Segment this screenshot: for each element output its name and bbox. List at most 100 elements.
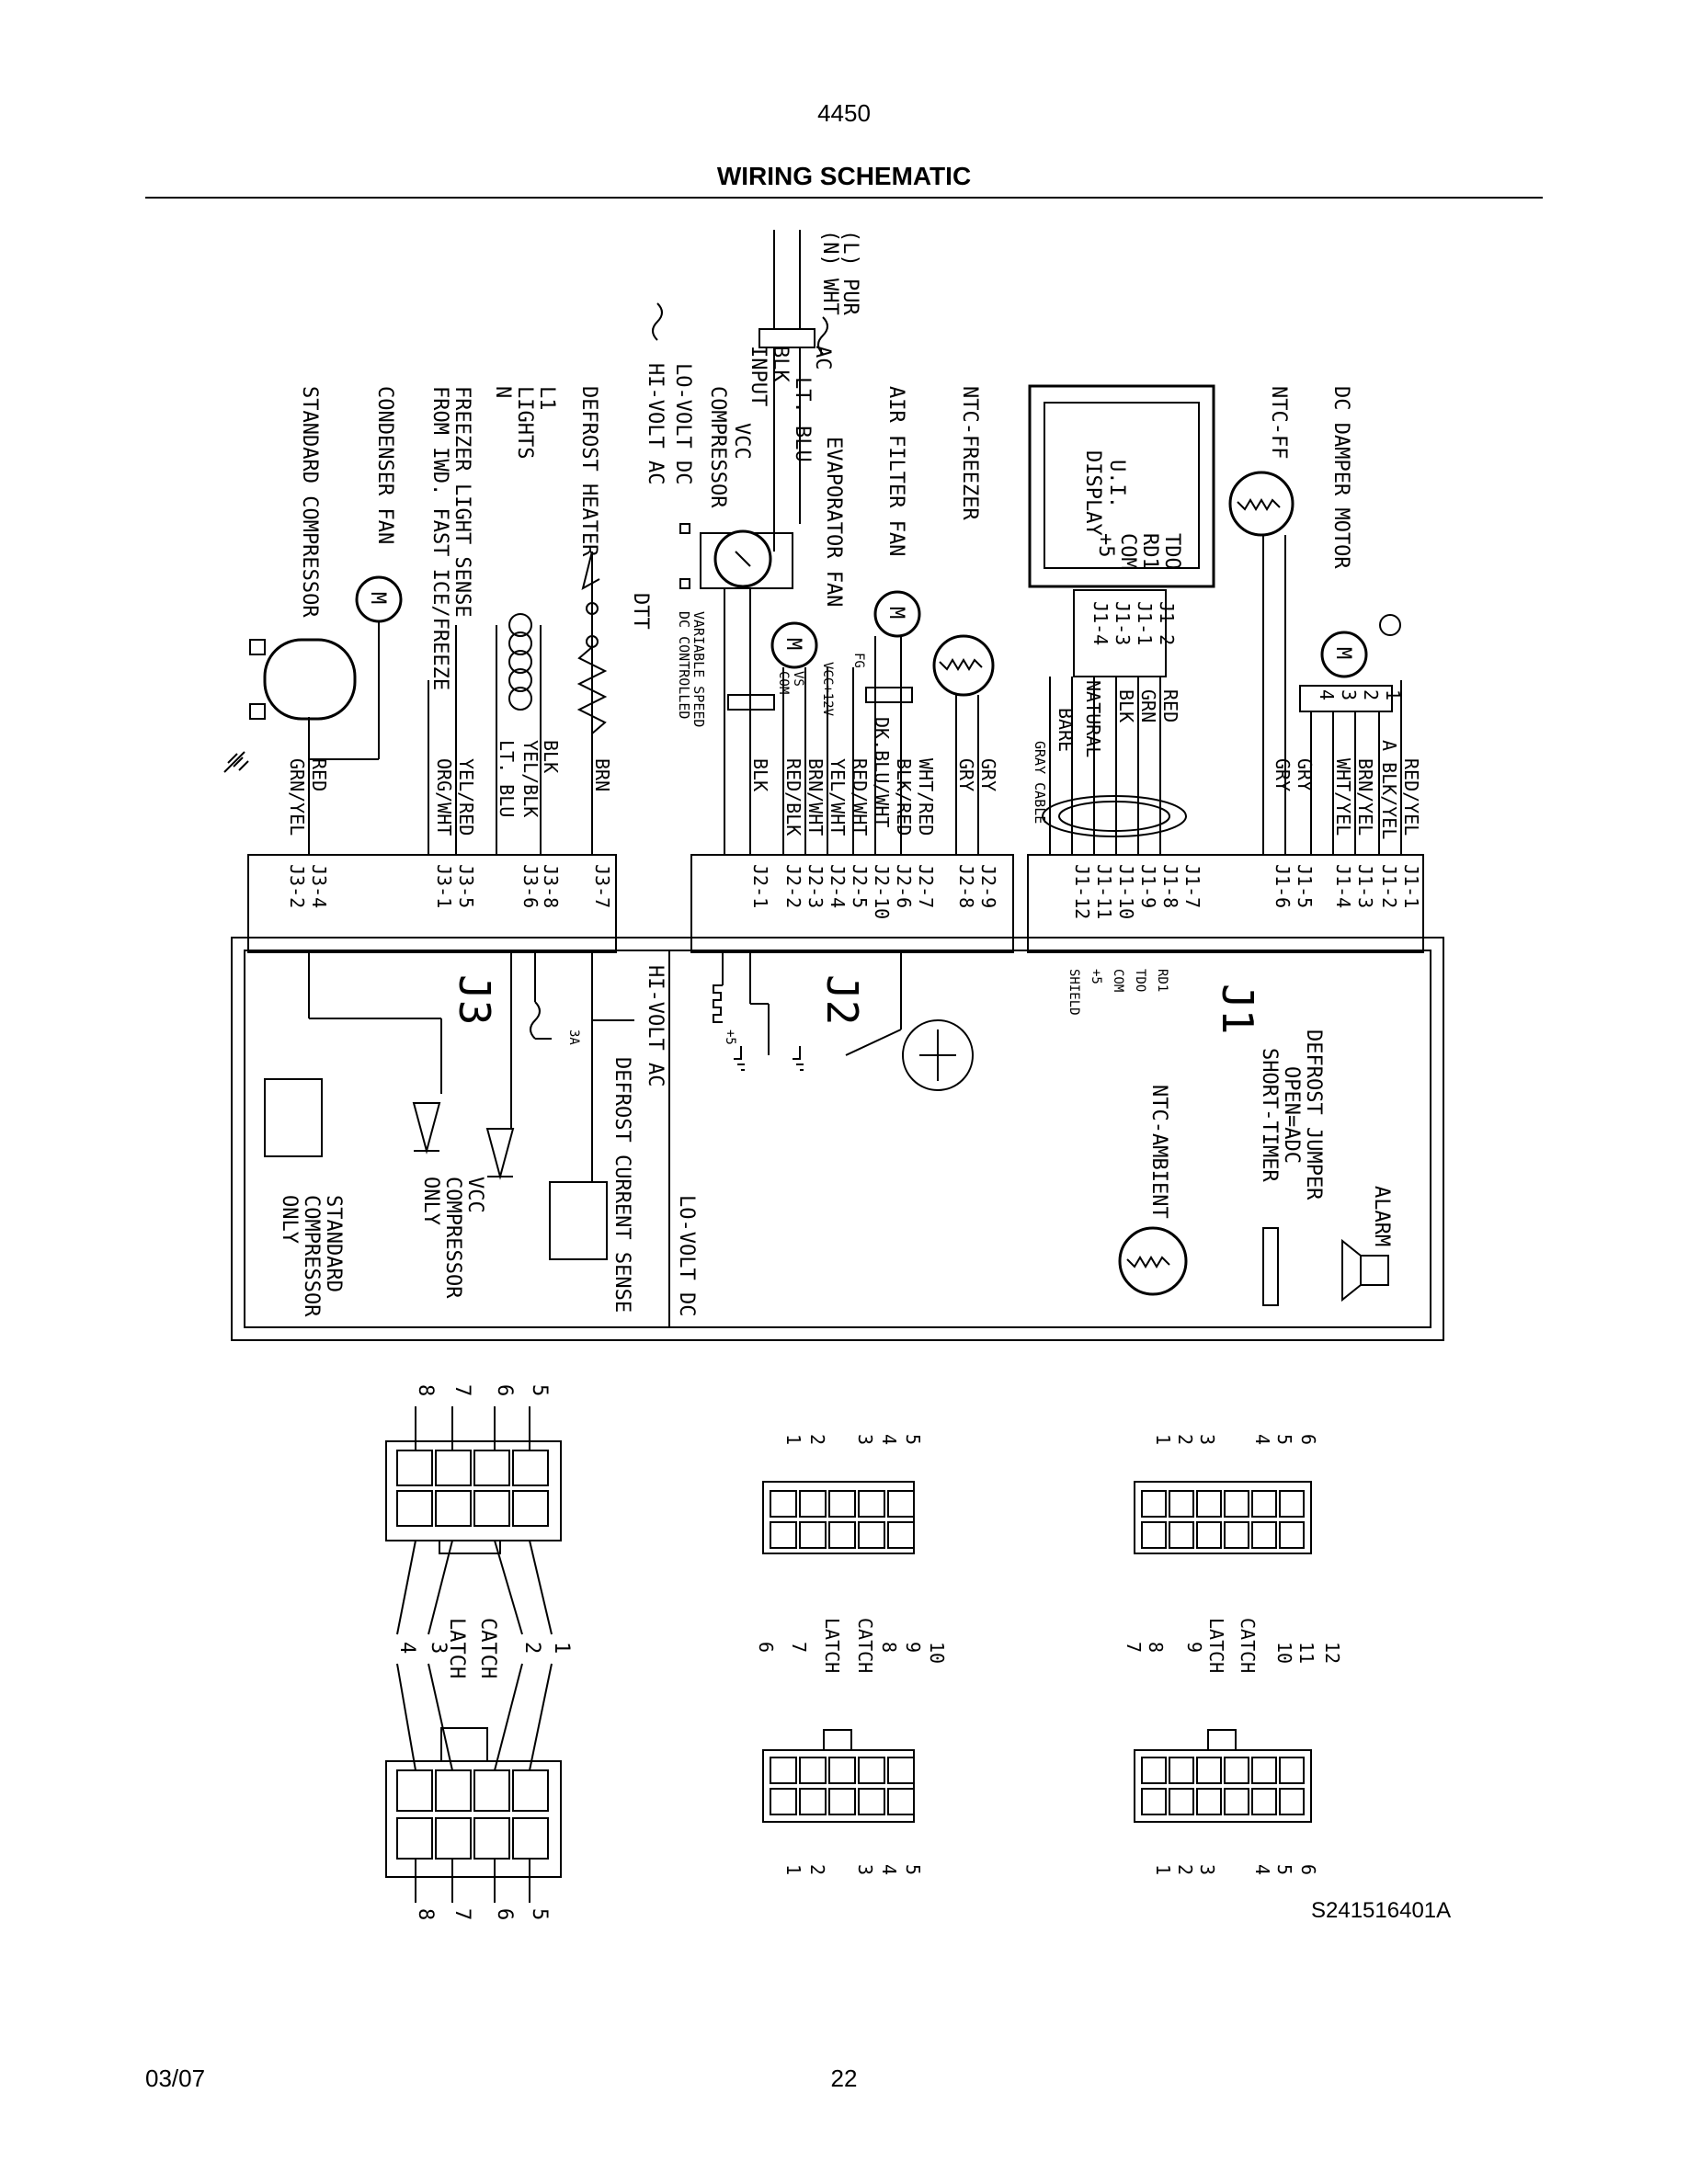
blk-label: BLK — [769, 346, 792, 382]
part-number: S241516401A — [1311, 1898, 1452, 1923]
wire-color-label: WHT/YEL — [1332, 758, 1354, 836]
std-only-label: STANDARD — [322, 1195, 345, 1292]
freezer-light-sense-label: FREEZER LIGHT SENSE — [451, 386, 473, 618]
pin-number: 2 — [1174, 1434, 1196, 1445]
dc-controlled-label: DC CONTROLLED — [676, 611, 692, 719]
pin-number: 10 — [1273, 1642, 1295, 1664]
air-filter-fan-motor-icon — [873, 590, 921, 638]
std-only-label: ONLY — [278, 1195, 301, 1244]
pin-number: 12 — [1321, 1642, 1343, 1664]
defrost-jumper-icon — [1262, 1227, 1279, 1306]
wire-color-label: DK.BLU/WHT — [871, 717, 893, 827]
pin-number: 4 — [878, 1434, 900, 1445]
dtt-label: DTT — [629, 593, 652, 630]
ui-pin-tdo: TDO — [1160, 533, 1183, 570]
power-wire-n-label: (N) WHT — [818, 230, 841, 315]
transistor-symbol — [919, 1029, 956, 1081]
j1-pin-label: J1-6 — [1272, 864, 1294, 908]
fan-plug — [865, 687, 913, 703]
lights-icon — [508, 613, 532, 711]
pin-number: 4 — [395, 1642, 418, 1654]
pin-number: 8 — [414, 1384, 437, 1396]
ui-pin-com: COM — [1116, 533, 1139, 570]
j1-connector-pin: J1-1 — [1134, 601, 1156, 645]
board-hi-volt-ac-label: HI-VOLT AC — [644, 965, 667, 1086]
pin-number: 3 — [1196, 1864, 1218, 1875]
gray-cable-label: GRAY CABLE — [1032, 741, 1048, 824]
j2-pin-label: J2-9 — [977, 864, 999, 908]
std-relay-icon — [264, 1078, 323, 1157]
catch-label: CATCH — [854, 1618, 876, 1673]
wire-color-label: GRN/YEL — [286, 758, 308, 836]
board-circuit — [308, 950, 902, 1182]
connector-12pin — [1134, 1481, 1312, 1823]
power-wire-l-label: (L) PUR — [838, 230, 861, 315]
catch-label: CATCH — [1237, 1618, 1259, 1673]
pin-number: 1 — [782, 1864, 804, 1875]
terminal — [679, 523, 690, 534]
pin-number: 1 — [1152, 1434, 1174, 1445]
j1-pin-label: J1-11 — [1093, 864, 1115, 919]
pin-number: 6 — [493, 1384, 516, 1396]
pin-number: 3 — [1196, 1434, 1218, 1445]
vcc-triac-icon — [412, 1102, 441, 1155]
a-marker-icon — [1379, 614, 1401, 636]
j2-pin-label: J2-5 — [849, 864, 871, 908]
j1-pin-label: J1-4 — [1332, 864, 1354, 908]
motor-m-label: M — [884, 607, 907, 619]
vcc-only-label: COMPRESSOR — [441, 1177, 464, 1299]
wire-color-label: GRN — [1137, 689, 1159, 722]
j1-ui-connector — [1073, 589, 1167, 677]
input-label: INPUT — [747, 346, 770, 406]
j2-pin-label: J2-2 — [782, 864, 804, 908]
j3-pin-label: J3-5 — [455, 864, 477, 908]
pin-number: 7 — [1123, 1642, 1145, 1653]
wire-color-label: GRY — [977, 758, 999, 791]
pin-number: 4 — [1251, 1434, 1273, 1445]
wire-color-label: RED/WHT — [849, 758, 871, 836]
j1-pin-label: J1-9 — [1137, 864, 1159, 908]
alarm-label: ALARM — [1370, 1186, 1393, 1246]
wire-color-label: GRY — [955, 758, 977, 791]
pin-number: 5 — [902, 1864, 924, 1875]
condenser-fan-label: CONDENSER FAN — [373, 386, 396, 544]
damper-pin: 4 — [1316, 689, 1338, 700]
fast-ice-label: FROM IWD. FAST ICE/FREEZE — [428, 386, 451, 690]
pin-number: 1 — [550, 1642, 573, 1654]
ui-pin-rd1: RD1 — [1138, 533, 1161, 570]
j2-pin-label: J2-7 — [915, 864, 937, 908]
motor-m-label: M — [1331, 647, 1354, 659]
wire-color-label: RED/BLK — [782, 758, 804, 836]
ui-display-box — [1028, 384, 1215, 588]
pin-number: 1 — [782, 1434, 804, 1445]
bare-label: BARE — [1055, 708, 1077, 752]
fan-pin-fg: FG — [851, 653, 866, 668]
j1-signal-label: RD1 — [1155, 969, 1169, 992]
pin-number: 5 — [902, 1434, 924, 1445]
wire-color-label: BLK — [540, 740, 562, 773]
pin-number: 7 — [451, 1908, 473, 1920]
thermistor-symbol — [1237, 498, 1281, 511]
model-number: 4450 — [817, 99, 871, 127]
lt-blu-label: LT. BLU — [791, 377, 814, 462]
harness-wires — [308, 535, 1402, 855]
ntc-ff-label: NTC-FF — [1267, 386, 1290, 459]
latch-label: LATCH — [445, 1618, 468, 1678]
pin-number: 9 — [902, 1642, 924, 1653]
catch-label: CATCH — [476, 1618, 499, 1678]
j1-connector-pin: J1-2 — [1156, 601, 1178, 645]
standard-compressor-icon — [263, 638, 357, 721]
j1-pin-label: J1-8 — [1159, 864, 1181, 908]
vcc-only-label: VCC — [463, 1177, 486, 1213]
j1-pin-label: J1-10 — [1115, 864, 1137, 919]
variable-speed-label: VARIABLE SPEED — [690, 611, 707, 727]
wire-color-label: GRY — [1272, 758, 1294, 791]
pin-number: 5 — [1273, 1434, 1295, 1445]
j3-pin-label: J3-4 — [308, 864, 330, 908]
connector-8pin — [385, 1406, 562, 1903]
ac-label: AC — [811, 346, 834, 370]
page-title: WIRING SCHEMATIC — [716, 162, 972, 190]
defrost-jumper-label: OPEN=ADC — [1280, 1066, 1303, 1164]
j2-harness-box — [690, 854, 1014, 953]
air-filter-fan-label: AIR FILTER FAN — [884, 386, 907, 556]
